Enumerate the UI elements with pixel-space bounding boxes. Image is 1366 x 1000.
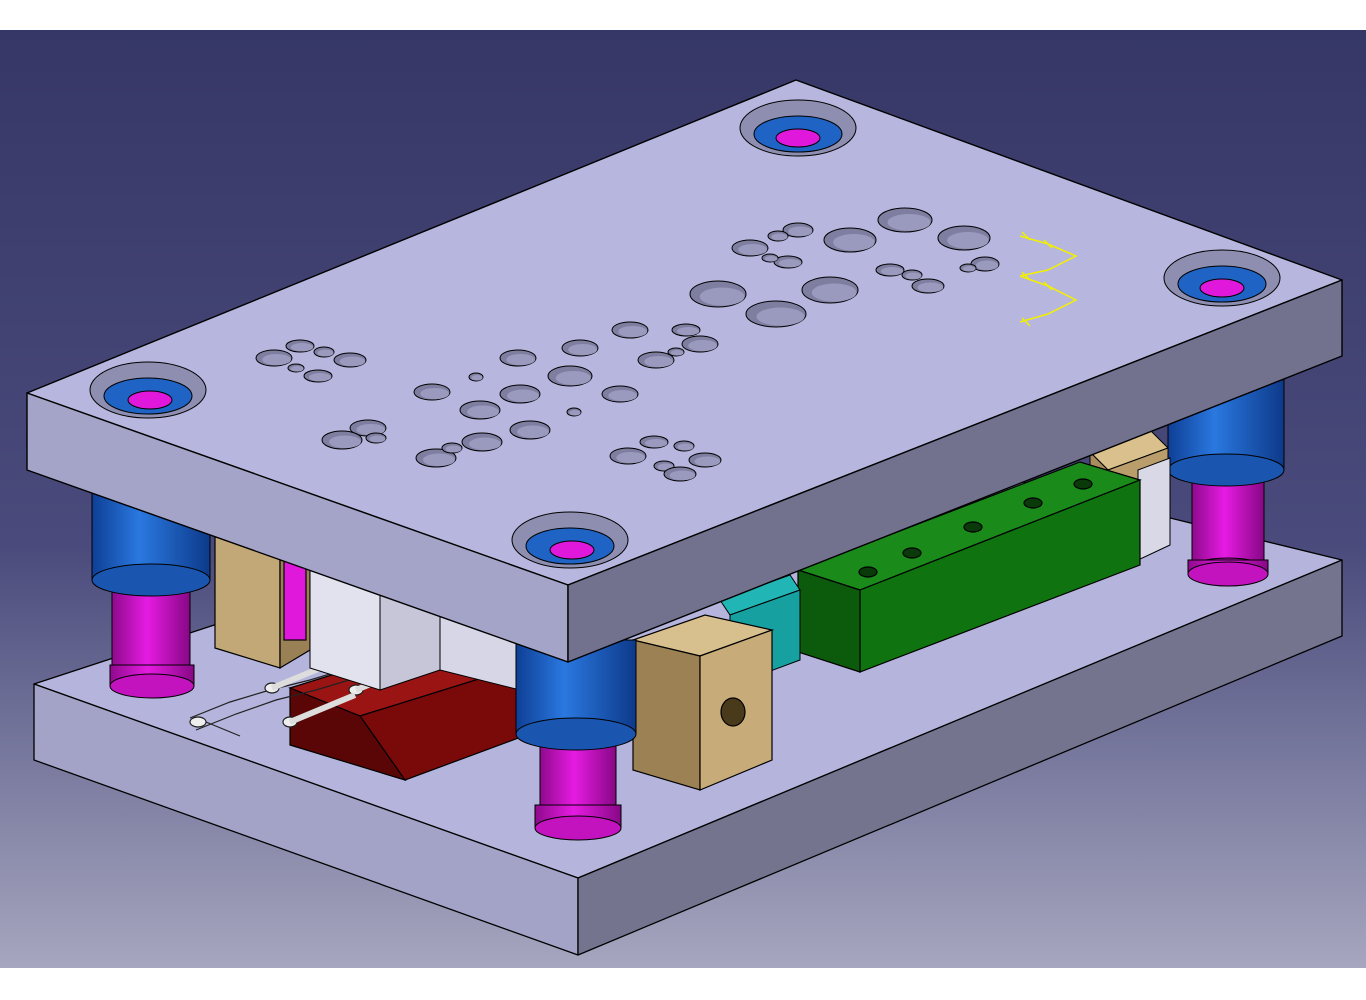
- yellow-sketch-marks: [1019, 231, 1078, 327]
- punch-hole-wall: [471, 375, 483, 381]
- punch-hole-wall: [644, 356, 674, 368]
- punch-hole-wall: [905, 272, 922, 280]
- punch-hole-wall: [699, 287, 745, 306]
- punch-hole-wall: [688, 340, 718, 352]
- guide-post-front: [515, 639, 637, 841]
- punch-hole-wall: [467, 405, 499, 419]
- green-die-block: [796, 461, 1142, 673]
- punch-hole-wall: [356, 424, 386, 436]
- punch-hole-wall: [568, 344, 598, 356]
- punch-hole-wall: [644, 439, 668, 448]
- punch-hole-wall: [975, 260, 999, 271]
- punch-hole-wall: [778, 259, 802, 268]
- punch-hole-wall: [445, 445, 462, 453]
- guide-post-right-rear: [1167, 379, 1285, 587]
- punch-hole-wall: [947, 232, 989, 249]
- punch-hole-wall: [618, 326, 648, 338]
- counterbore-left: [89, 361, 207, 419]
- punch-hole-wall: [811, 283, 857, 302]
- punch-hole-wall: [420, 388, 450, 400]
- punch-hole-wall: [917, 282, 944, 293]
- punch-hole-wall: [738, 244, 768, 256]
- counterbore-holes: [89, 99, 1281, 569]
- punch-hole-wall: [833, 234, 875, 251]
- counterbore-top: [739, 99, 857, 157]
- punch-hole-wall: [569, 410, 581, 416]
- punch-hole-wall: [669, 470, 696, 481]
- punch-hole-wall: [676, 327, 700, 336]
- punch-hole-pattern: [255, 207, 1000, 482]
- punch-hole-wall: [469, 437, 501, 451]
- punch-hole-wall: [788, 226, 813, 237]
- punch-hole-wall: [694, 456, 721, 467]
- punch-hole-wall: [506, 354, 536, 366]
- counterbore-front: [511, 511, 629, 569]
- punch-hole-wall: [887, 214, 931, 231]
- punch-hole-wall: [756, 307, 805, 326]
- counterbore-right: [1163, 249, 1281, 307]
- punch-hole-wall: [880, 267, 904, 276]
- punch-hole-wall: [670, 350, 684, 356]
- punch-hole-wall: [517, 425, 549, 439]
- punch-hole-wall: [423, 453, 455, 467]
- punch-hole-wall: [677, 443, 694, 451]
- punch-hole-wall: [608, 390, 638, 402]
- punch-hole-wall: [290, 366, 304, 372]
- punch-hole-wall: [369, 435, 386, 443]
- punch-hole-wall: [290, 343, 314, 352]
- punch-hole-wall: [555, 371, 591, 385]
- punch-hole-wall: [308, 373, 332, 382]
- punch-hole-wall: [962, 266, 976, 272]
- punch-hole-wall: [329, 435, 361, 449]
- punch-hole-wall: [764, 255, 778, 262]
- tan-block-front: [630, 614, 775, 791]
- punch-hole-wall: [317, 349, 334, 357]
- punch-hole-wall: [262, 354, 292, 366]
- punch-hole-wall: [616, 452, 646, 464]
- punch-hole-wall: [507, 389, 539, 403]
- gray-spacer: [1137, 457, 1171, 561]
- punch-hole-wall: [771, 233, 788, 241]
- punch-hole-wall: [339, 356, 366, 367]
